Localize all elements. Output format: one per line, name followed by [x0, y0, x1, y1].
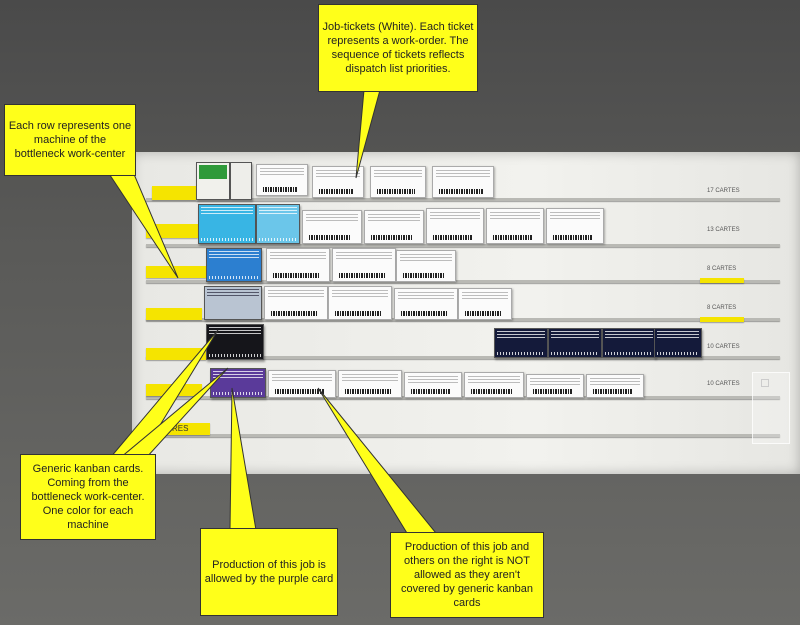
capacity-tag [700, 317, 744, 322]
job-ticket [432, 166, 494, 198]
row-capacity: 17 CARTES [707, 188, 740, 194]
row-capacity: 10 CARTES [707, 381, 740, 387]
job-ticket [404, 372, 462, 398]
callout-purple-card: Production of this job is allowed by the… [200, 528, 338, 616]
job-ticket [486, 208, 544, 244]
pointer-purple-card [229, 387, 257, 531]
callout-generic-kanban: Generic kanban cards. Coming from the bo… [20, 454, 156, 540]
job-ticket [394, 288, 458, 320]
job-ticket [364, 210, 424, 244]
callout-not-allowed: Production of this job and others on the… [390, 532, 544, 618]
machine-label [146, 308, 202, 320]
job-ticket [426, 208, 484, 244]
shelf-rail [146, 198, 780, 201]
pointer-job-tickets [355, 89, 381, 179]
job-ticket [312, 166, 364, 198]
job-ticket [256, 164, 308, 196]
kanban-card-black [206, 324, 264, 360]
job-ticket [328, 286, 392, 320]
pointer-each-row [99, 159, 179, 279]
kanban-card-navy [654, 328, 702, 358]
job-ticket [332, 248, 396, 282]
kanban-card-green [230, 162, 252, 200]
row-capacity: 8 CARTES [707, 266, 737, 272]
callout-job-tickets: Job-tickets (White). Each ticket represe… [318, 4, 478, 92]
job-ticket [268, 370, 336, 398]
job-ticket [464, 372, 524, 398]
job-ticket [266, 248, 330, 282]
row-capacity: 8 CARTES [707, 305, 737, 311]
shelf-rail [146, 280, 780, 283]
card-holder [752, 372, 790, 444]
job-ticket [370, 166, 426, 198]
machine-label [152, 186, 196, 200]
kanban-card-grey [204, 286, 262, 320]
shelf-rail [146, 396, 780, 399]
kanban-board: AUTRES 17 CARTES 13 CARTES 8 CARTES 8 CA… [132, 152, 800, 474]
job-ticket [264, 286, 328, 320]
kanban-card-cyan [256, 204, 300, 244]
capacity-tag [700, 278, 744, 283]
job-ticket [546, 208, 604, 244]
job-ticket [586, 374, 644, 398]
shelf-rail [146, 244, 780, 247]
job-ticket [396, 250, 456, 282]
kanban-card-purple [210, 368, 266, 398]
kanban-card-navy [548, 328, 602, 358]
kanban-card-green [196, 162, 230, 200]
row-capacity: 10 CARTES [707, 344, 740, 350]
shelf-rail [146, 434, 780, 437]
pointer-not-allowed [317, 387, 442, 539]
row-capacity: 13 CARTES [707, 227, 740, 233]
job-ticket [302, 210, 362, 244]
job-ticket [526, 374, 584, 398]
shelf-rail [146, 356, 780, 359]
kanban-card-cyan [198, 204, 256, 244]
callout-each-row: Each row represents one machine of the b… [4, 104, 136, 176]
kanban-card-navy [494, 328, 548, 358]
job-ticket [338, 370, 402, 398]
kanban-card-blue [206, 248, 262, 282]
machine-label [146, 348, 206, 360]
job-ticket [458, 288, 512, 320]
